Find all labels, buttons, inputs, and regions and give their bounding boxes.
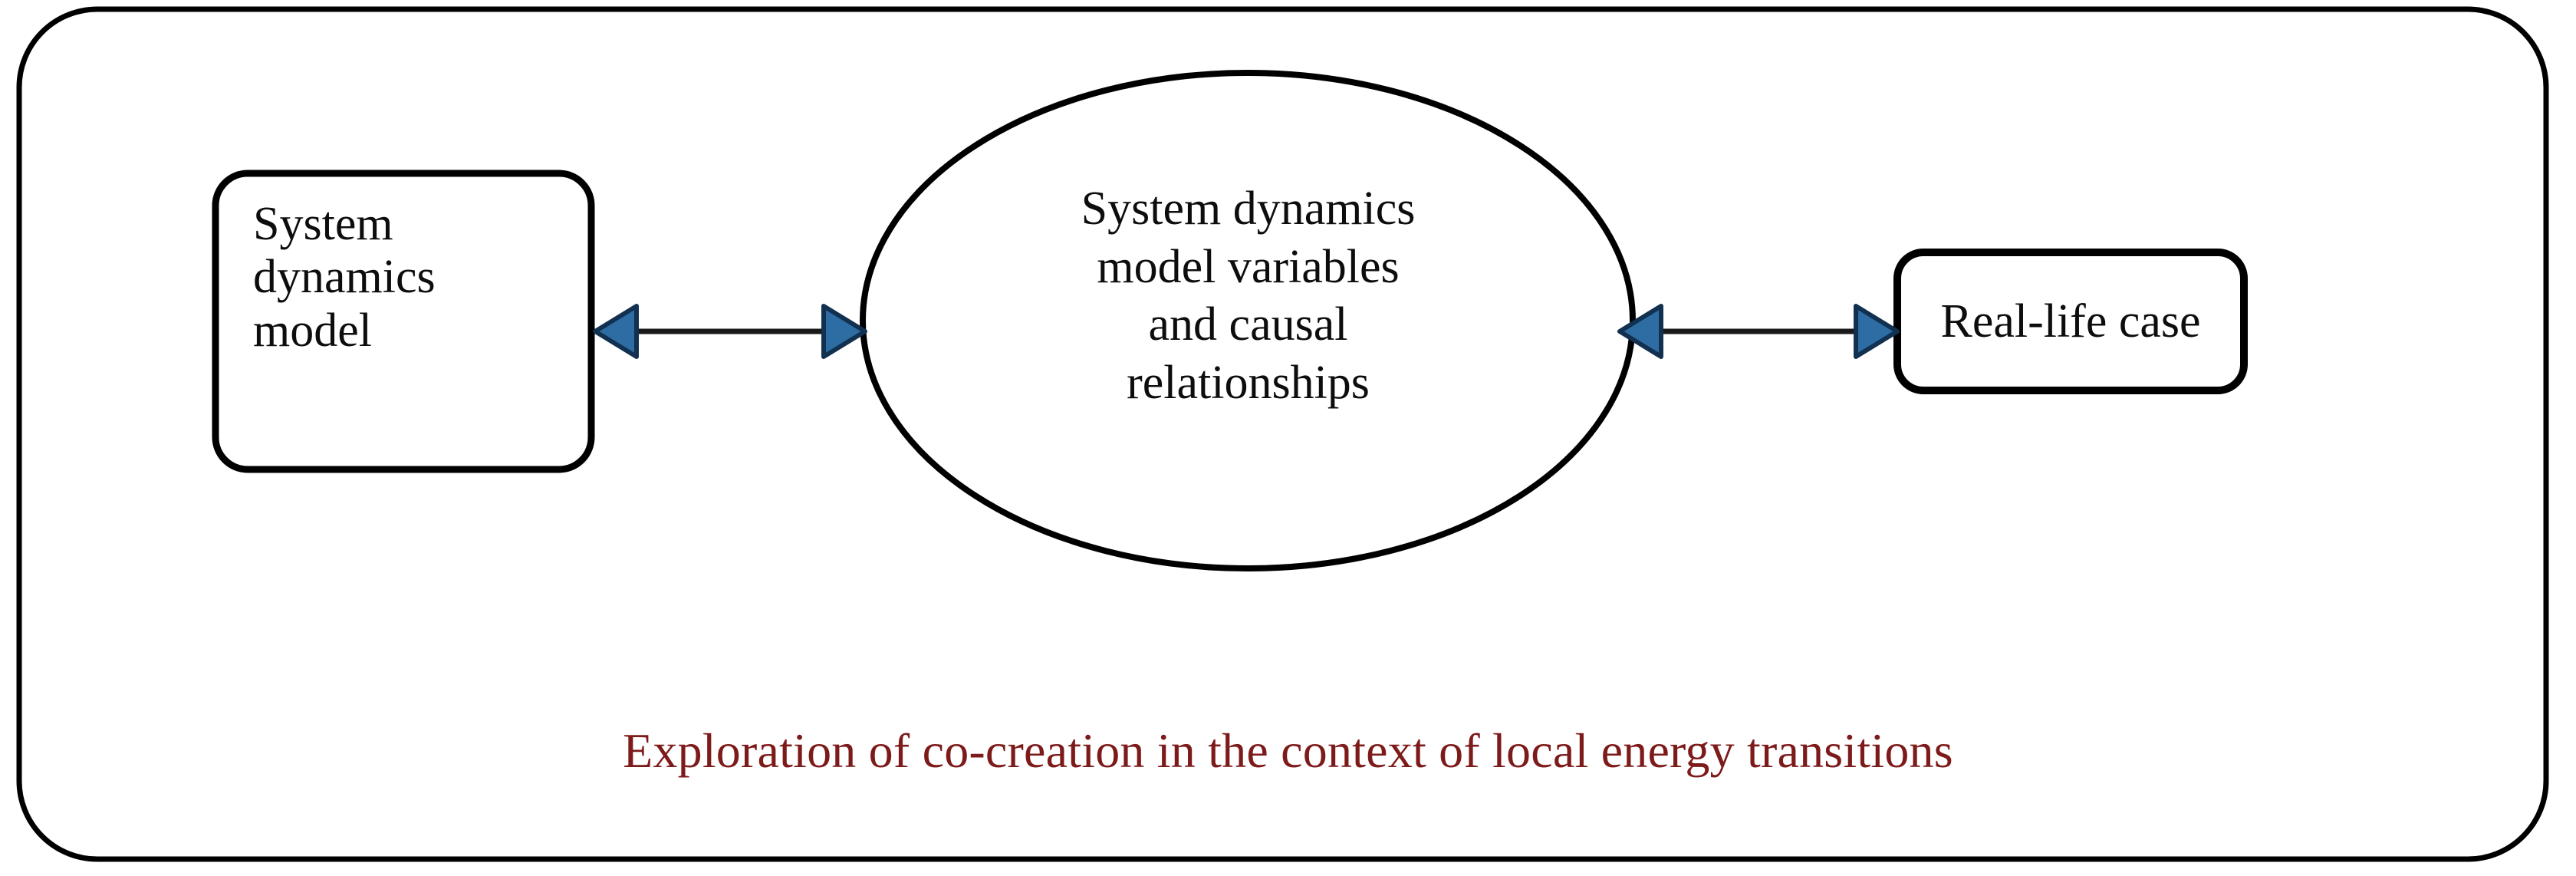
node-real-life-case-shape[interactable] (1893, 249, 2248, 394)
node-model-variables-label: System dynamics model variables and caus… (1081, 183, 1416, 409)
node-model-variables-shape[interactable] (860, 70, 1636, 571)
connector-right-arrowhead-end (1854, 304, 1900, 359)
node-system-dynamics-model-label: System dynamics model (253, 198, 436, 357)
connector-right-arrow[interactable] (1617, 304, 1900, 359)
node-real-life-case-label: Real-life case (1940, 295, 2201, 347)
connector-right-arrowhead-start (1617, 304, 1663, 359)
connector-left-arrowhead-end (821, 304, 867, 359)
diagram-caption: Exploration of co-creation in the contex… (623, 723, 1953, 778)
connector-left-arrow[interactable] (593, 304, 867, 359)
node-system-dynamics-model-shape[interactable] (212, 170, 595, 473)
connector-left-arrowhead-start (593, 304, 639, 359)
